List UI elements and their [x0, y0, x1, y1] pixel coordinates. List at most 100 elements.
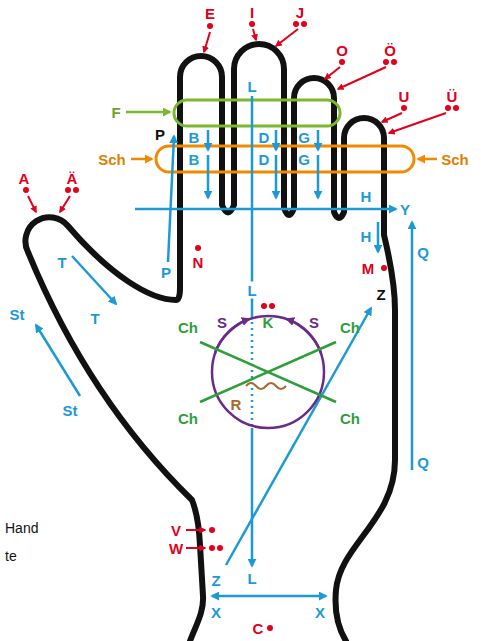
tap-arrow	[253, 29, 256, 40]
stroke-arrow	[317, 130, 320, 150]
tap-arrow	[389, 113, 446, 133]
cross-line	[200, 342, 336, 402]
tap-dot	[267, 625, 273, 631]
letter-label: Ö	[383, 43, 397, 58]
cross-line	[200, 342, 336, 402]
tap-dot	[217, 545, 223, 551]
tap-arrow	[382, 113, 402, 122]
tap-dot	[453, 105, 459, 111]
letter-label: H	[360, 189, 373, 204]
tap-dot	[293, 21, 299, 27]
letter-label: E	[204, 6, 216, 21]
tap-dot	[23, 187, 29, 193]
letter-label: R	[230, 397, 243, 412]
stroke-arrow	[275, 155, 278, 198]
letter-label: L	[246, 571, 257, 586]
finger-band	[174, 100, 340, 126]
tap-dot	[391, 59, 397, 65]
letter-label: S	[308, 315, 320, 330]
letter-label: W	[168, 541, 184, 556]
page-text: Hand	[4, 521, 39, 536]
letter-label: T	[89, 311, 100, 326]
stroke-arrow	[251, 428, 254, 566]
letter-label: O	[335, 43, 349, 58]
tap-dot	[73, 187, 79, 193]
tap-dot	[209, 527, 215, 533]
tap-dot	[269, 303, 275, 309]
letter-label: St	[62, 403, 79, 418]
tap-arrow	[186, 529, 205, 531]
letter-label: T	[56, 255, 67, 270]
page-text: te	[4, 549, 18, 564]
letter-label: P	[160, 265, 172, 280]
letter-label: G	[297, 130, 311, 145]
tap-dot	[249, 21, 255, 27]
stroke-arrow	[72, 256, 116, 304]
letter-label: B	[188, 152, 201, 167]
letter-label: Ch	[339, 411, 361, 426]
tap-arrow	[28, 196, 36, 212]
letter-label: St	[9, 307, 26, 322]
stroke-arrow	[226, 308, 371, 565]
letter-label: M	[361, 261, 376, 276]
letter-label: A	[18, 171, 31, 186]
letter-label: Z	[210, 573, 221, 588]
letter-label: Ch	[177, 320, 199, 335]
letter-label: P	[154, 127, 166, 142]
letter-label: Q	[416, 245, 430, 260]
letter-label: Sch	[440, 152, 470, 167]
tap-arrow	[186, 547, 205, 549]
tap-arrow	[276, 29, 298, 46]
tap-dot	[445, 105, 451, 111]
tap-arrow	[204, 32, 210, 52]
letter-label: D	[258, 130, 271, 145]
stroke-arrow	[275, 130, 278, 150]
stroke-arrow	[377, 222, 380, 252]
stroke-line-dotted	[251, 316, 254, 428]
letter-label: L	[246, 79, 257, 94]
tap-dot	[301, 21, 307, 27]
letter-label: Sch	[97, 152, 127, 167]
letter-label: D	[258, 152, 271, 167]
tap-dot	[339, 59, 345, 65]
tap-dot	[381, 265, 387, 271]
tap-arrow	[60, 196, 70, 212]
letter-label: X	[314, 605, 326, 620]
stroke-arrow	[207, 155, 210, 198]
letter-label: H	[360, 229, 373, 244]
stroke-arrow	[36, 325, 80, 396]
band-arrow	[418, 158, 437, 161]
stroke-arrow	[212, 595, 326, 598]
band-arrow	[131, 158, 152, 161]
letter-label: I	[249, 5, 255, 20]
wave-line	[246, 383, 286, 389]
band-arrow	[126, 111, 170, 114]
tap-arrow	[338, 67, 386, 89]
letter-label: N	[192, 255, 205, 270]
stroke-arrow	[317, 155, 320, 198]
tap-dot	[195, 245, 201, 251]
letter-label: Ü	[446, 89, 459, 104]
tap-arrow	[325, 67, 340, 79]
letter-label: J	[295, 5, 305, 20]
stroke-arrow	[411, 222, 414, 470]
letter-label: C	[252, 621, 265, 636]
letter-label: Ch	[339, 320, 361, 335]
letter-label: Ä	[66, 171, 79, 186]
stroke-arrow	[168, 136, 174, 262]
letter-label: V	[170, 523, 182, 538]
letter-label: L	[245, 282, 258, 299]
letter-label: U	[398, 89, 411, 104]
hand-outline	[25, 44, 395, 641]
stroke-arrow	[135, 208, 396, 211]
tap-dot	[261, 303, 267, 309]
tap-dot	[65, 187, 71, 193]
finger-band	[156, 146, 414, 172]
letter-label: Y	[399, 202, 411, 217]
letter-label: G	[297, 152, 311, 167]
tap-dot	[209, 545, 215, 551]
tap-dot	[207, 23, 213, 29]
letter-label: Ch	[177, 411, 199, 426]
letter-label: B	[188, 130, 201, 145]
